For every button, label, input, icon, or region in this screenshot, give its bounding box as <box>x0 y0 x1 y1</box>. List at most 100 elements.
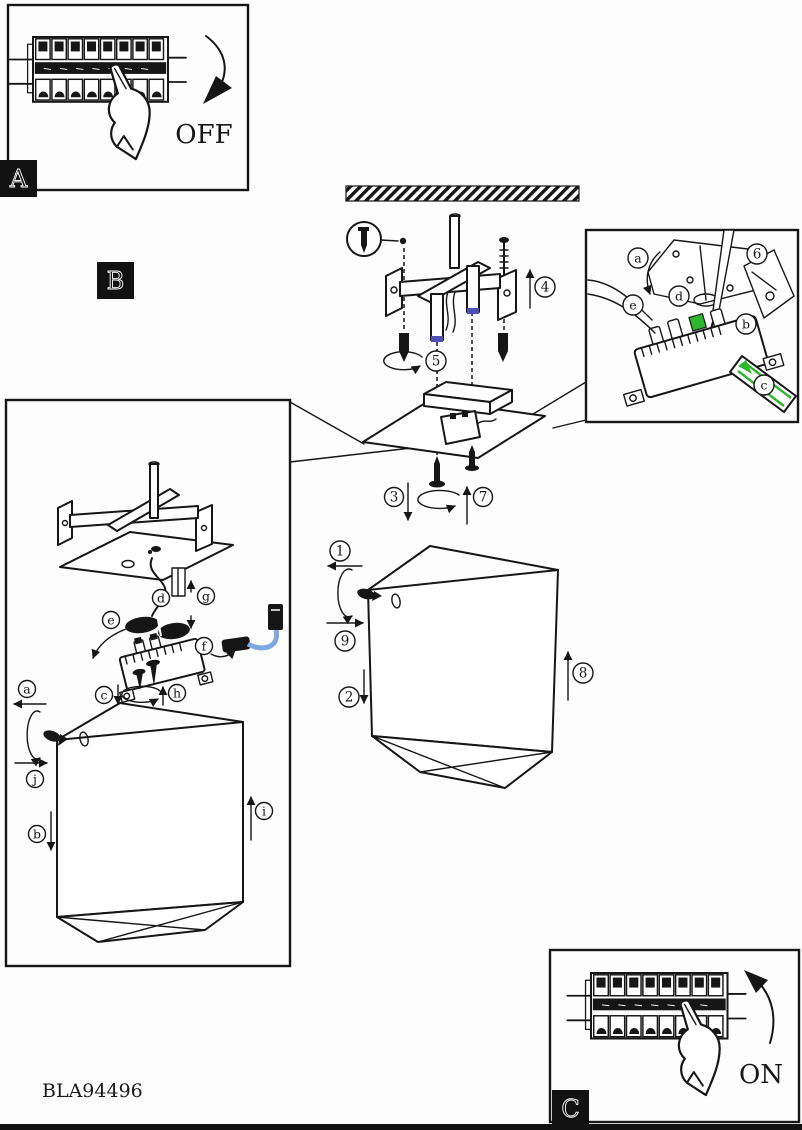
terminal-block-detail <box>622 308 785 407</box>
inset-letter-a: a <box>627 247 649 269</box>
on-label: ON <box>739 1060 783 1090</box>
rotate-arrow-icon <box>337 568 353 625</box>
inset-letter-e: e <box>622 294 644 316</box>
svg-text:c: c <box>100 688 107 703</box>
letter-badge-h: h <box>167 683 187 703</box>
connector-socket <box>158 622 190 640</box>
inset-letter-c: c <box>753 374 775 396</box>
step-badge-1: 1 <box>329 540 351 562</box>
svg-text:b: b <box>33 827 41 842</box>
side-screw <box>357 588 375 600</box>
svg-text:a: a <box>634 251 642 266</box>
step-badge-5: 5 <box>425 350 447 372</box>
screw-magnifier-detail <box>346 221 407 257</box>
step-badge-3: 3 <box>383 486 405 508</box>
panel-c: ON C <box>548 948 801 1127</box>
connector-plug <box>125 616 159 634</box>
svg-text:5: 5 <box>432 354 441 370</box>
panel-c-letter: C <box>561 1095 579 1123</box>
rotate-arrow-icon <box>383 351 423 375</box>
svg-text:4: 4 <box>541 280 550 296</box>
cube-fixture-right: 1 9 2 8 <box>326 540 594 789</box>
screw <box>146 659 160 686</box>
cube-fixture-left <box>43 702 244 943</box>
terminal-block <box>440 410 497 445</box>
letter-badge-b: b <box>27 824 47 844</box>
svg-text:2: 2 <box>345 690 354 706</box>
letter-badge-f: f <box>194 636 214 656</box>
svg-text:a: a <box>23 682 31 697</box>
wire-arrow <box>210 649 236 660</box>
canopy-plate <box>59 531 234 581</box>
svg-text:7: 7 <box>479 490 488 506</box>
svg-text:d: d <box>675 289 683 304</box>
mounting-bracket <box>385 213 517 342</box>
panel-c-badge: C <box>552 1090 589 1127</box>
svg-text:8: 8 <box>579 666 588 682</box>
letter-badge-c: c <box>94 685 114 705</box>
svg-text:i: i <box>262 804 266 819</box>
step-badge-2: 2 <box>338 686 360 708</box>
svg-text:h: h <box>173 686 181 701</box>
svg-text:j: j <box>31 772 37 787</box>
svg-text:9: 9 <box>341 634 350 650</box>
letter-badge-i: i <box>254 801 274 821</box>
main-assembly: 4 5 <box>346 213 556 460</box>
wall-anchor <box>498 333 508 362</box>
svg-text:6: 6 <box>753 247 762 263</box>
svg-text:b: b <box>742 317 750 332</box>
screw <box>132 668 146 690</box>
lamp-wire <box>149 557 167 617</box>
letter-badge-g: g <box>196 586 216 606</box>
rotate-arrow-icon <box>26 710 41 767</box>
screw-hole <box>79 731 89 747</box>
highlighted-terminal <box>688 312 708 332</box>
screw <box>465 445 479 471</box>
svg-text:e: e <box>107 613 114 628</box>
screw <box>429 456 445 488</box>
ceiling-hatch <box>345 185 580 202</box>
threaded-post <box>466 265 480 313</box>
panel-b-badge: B <box>97 262 134 299</box>
hanging-wires <box>445 291 456 333</box>
step-badge-4: 4 <box>534 276 556 298</box>
threaded-post <box>430 293 444 341</box>
step-badge-6: 6 <box>746 243 768 265</box>
svg-text:1: 1 <box>336 544 345 560</box>
rotate-arrow-icon <box>642 251 661 295</box>
post-tip <box>431 336 443 342</box>
on-arrow-icon <box>744 970 775 1044</box>
exploded-view-panel: a j b i c h d g e f <box>4 398 292 968</box>
wall-anchor <box>399 333 409 362</box>
page-footer-rule <box>0 1124 802 1130</box>
quick-connector <box>221 604 283 653</box>
inset-letter-d: d <box>668 285 690 307</box>
rotate-arrow-icon <box>417 489 460 514</box>
cable-arrow-icon <box>738 360 752 374</box>
wiring-inset: a 6 d e b c <box>584 228 800 424</box>
inset-letter-b: b <box>735 313 757 335</box>
panel-b-letter: B <box>107 267 125 295</box>
letter-badge-e: e <box>101 610 121 630</box>
panel-a-badge: A <box>0 160 37 197</box>
canopy-plate-assembly: 3 7 <box>362 381 546 525</box>
off-label: OFF <box>175 120 232 150</box>
screw-hole <box>391 593 401 609</box>
panel-a: OFF A <box>0 3 250 197</box>
svg-text:f: f <box>202 639 208 654</box>
product-code: BLA94496 <box>42 1080 143 1102</box>
side-screw <box>43 730 61 742</box>
svg-text:c: c <box>760 378 767 393</box>
letter-badge-d: d <box>151 588 171 608</box>
mounting-bracket-small <box>57 461 213 552</box>
svg-text:3: 3 <box>390 490 399 506</box>
step-badge-9: 9 <box>334 630 356 652</box>
step-badge-7: 7 <box>472 486 494 508</box>
svg-text:d: d <box>157 591 165 606</box>
svg-text:g: g <box>202 589 210 604</box>
svg-text:e: e <box>629 298 636 313</box>
letter-badge-j: j <box>25 769 45 789</box>
wire-arrow <box>91 628 127 659</box>
